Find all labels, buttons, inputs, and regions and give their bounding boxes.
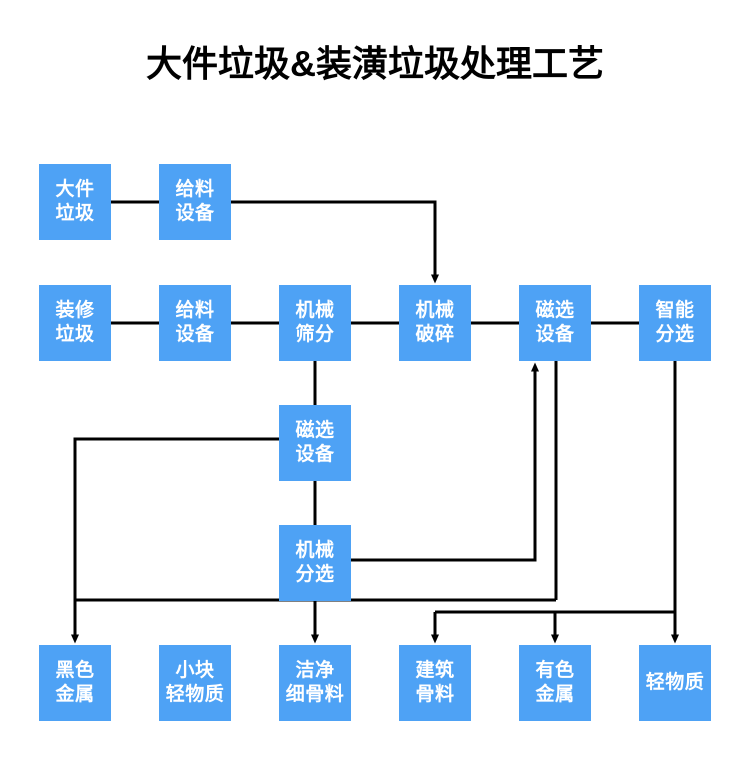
edge-n9-n11 [71,437,279,644]
node-jixie-shaifen[interactable]: 机械 筛分 [279,285,351,361]
node-cixuan-shebei-1[interactable]: 磁选 设备 [519,285,591,361]
node-jixie-posui[interactable]: 机械 破碎 [399,285,471,361]
node-xiaokuai-qingwuzhi[interactable]: 小块 轻物质 [159,645,231,721]
page-title: 大件垃圾&装潢垃圾处理工艺 [146,43,604,84]
node-jianzhu-guliao[interactable]: 建筑 骨料 [399,645,471,721]
node-heise-jinshu[interactable]: 黑色 金属 [39,645,111,721]
edge-n2-n6 [231,200,439,284]
node-youse-jinshu[interactable]: 有色 金属 [519,645,591,721]
node-geiliao-shebei-2[interactable]: 给料 设备 [159,285,231,361]
node-zhineng-fenxuan[interactable]: 智能 分选 [639,285,711,361]
edge-n10-n7 [351,362,539,562]
node-geiliao-shebei-1[interactable]: 给料 设备 [159,164,231,240]
node-zhuangxiu-laji[interactable]: 装修 垃圾 [39,285,111,361]
node-cixuan-shebei-2[interactable]: 磁选 设备 [279,405,351,481]
node-jixie-fenxuan[interactable]: 机械 分选 [279,525,351,601]
node-jiejing-xiguliao[interactable]: 洁净 细骨料 [279,645,351,721]
node-qingwuzhi[interactable]: 轻物质 [639,645,711,721]
node-daijian-laji[interactable]: 大件 垃圾 [39,164,111,240]
